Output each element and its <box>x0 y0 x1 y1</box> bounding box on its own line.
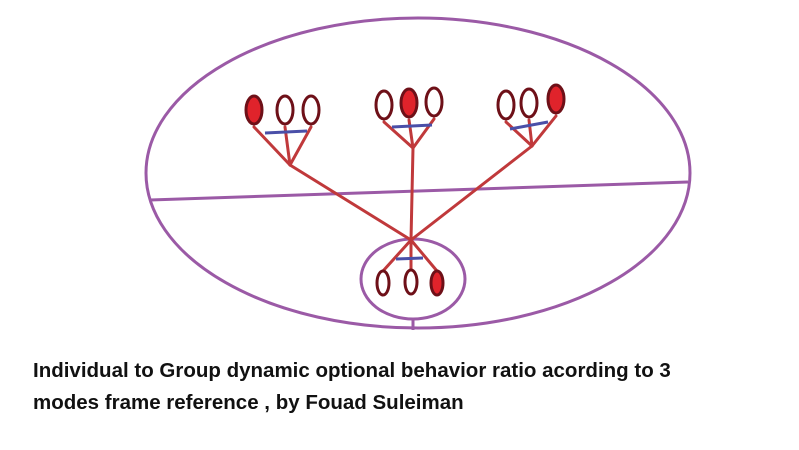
group-middle-filled-node <box>399 87 419 119</box>
divider-line <box>149 180 689 202</box>
group-bottom-filled-node <box>429 269 445 297</box>
group-middle-branch <box>382 120 415 150</box>
group-left-empty-node <box>275 94 295 126</box>
group-middle-trunk <box>409 146 415 242</box>
group-left-empty-node <box>301 94 321 126</box>
group-right-branch <box>504 120 534 148</box>
group-bottom-empty-node <box>375 269 391 297</box>
group-right-empty-node <box>519 87 539 119</box>
group-bottom-empty-node <box>403 268 419 296</box>
group-left-trunk <box>288 163 413 242</box>
group-bottom-link <box>395 256 424 261</box>
group-left-filled-node <box>244 94 264 126</box>
group-right-link <box>509 120 549 131</box>
group-right-trunk <box>409 144 534 242</box>
outer-frame-ellipse <box>144 16 692 330</box>
group-right-empty-node <box>496 89 516 121</box>
group-left-link <box>264 129 308 135</box>
group-bottom-branch <box>381 238 413 273</box>
group-left-branch <box>288 125 313 167</box>
caption-line-2: modes frame reference , by Fouad Suleima… <box>33 391 464 414</box>
group-middle-empty-node <box>374 89 394 121</box>
group-left-branch <box>252 125 292 167</box>
group-middle-empty-node <box>424 86 444 118</box>
caption: Individual to Group dynamic optional beh… <box>33 355 793 419</box>
group-right-branch <box>530 114 558 148</box>
group-middle-link <box>391 123 433 129</box>
group-middle-branch <box>411 117 436 150</box>
caption-line-1: Individual to Group dynamic optional beh… <box>33 359 671 382</box>
group-right-filled-node <box>546 83 566 115</box>
group-bottom-branch <box>409 238 439 273</box>
tree <box>244 83 566 297</box>
